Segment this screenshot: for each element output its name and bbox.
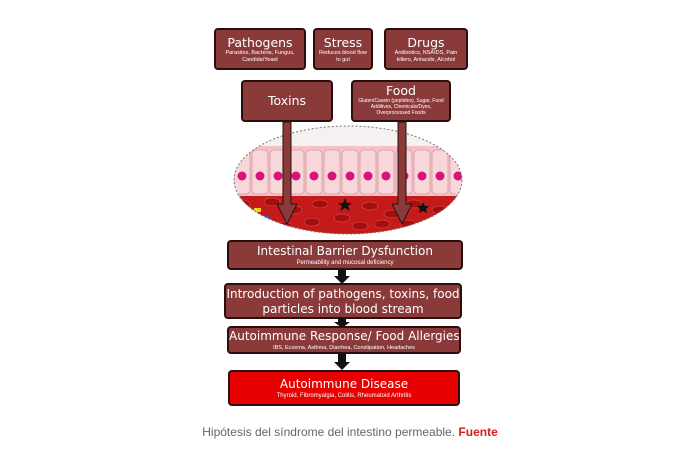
cell-nucleus — [291, 171, 301, 181]
red-blood-cell — [449, 199, 462, 209]
food-title: Food — [386, 83, 416, 98]
red-blood-cell — [243, 219, 261, 229]
toxins-arrow — [277, 122, 297, 224]
red-blood-cell — [423, 221, 441, 231]
toxins-title: Toxins — [267, 93, 307, 108]
food-arrow — [392, 122, 412, 224]
barrier-dysfunction-box: Intestinal Barrier Dysfunction Permeabil… — [227, 240, 463, 270]
caption-text: Hipótesis del síndrome del intestino per… — [202, 425, 456, 439]
flow-arrow-3 — [334, 354, 350, 370]
pathogens-box: Pathogens Parasites, Bacteria, Fungus, C… — [214, 28, 306, 70]
autoimmune-response-detail: IBS, Eczema, Asthma, Diarrhea, Constipat… — [273, 345, 415, 351]
red-blood-cell — [373, 219, 391, 229]
cell-nucleus — [273, 171, 283, 181]
cell-nucleus — [381, 171, 391, 181]
food-box: Food Gluten/Casein (peptides), Sugar, Fo… — [351, 80, 451, 122]
drugs-box: Drugs Antibiotics, NSAIDS, Pain killers,… — [384, 28, 468, 70]
autoimmune-disease-detail: Thyroid, Fibromyalgia, Colitis, Rheumato… — [276, 393, 412, 399]
red-blood-cell — [351, 221, 369, 231]
cell-nucleus — [237, 171, 247, 181]
toxins-box: Toxins — [241, 80, 333, 122]
barrier-dysfunction-detail: Permeability and mucosal deficiency — [296, 260, 394, 266]
cell-nucleus — [435, 171, 445, 181]
epithelial-cells — [234, 146, 462, 196]
source-link[interactable]: Fuente — [458, 425, 498, 439]
introduction-title: Introduction of pathogens, toxins, food … — [226, 287, 460, 316]
flow-arrow-1 — [334, 270, 350, 284]
blood-stream — [234, 196, 462, 234]
cell-nucleus — [255, 171, 265, 181]
pathogens-detail: Parasites, Bacteria, Fungus, Candida/Yea… — [225, 50, 295, 63]
red-blood-cell — [333, 213, 351, 223]
figure-caption: Hipótesis del síndrome del intestino per… — [0, 425, 700, 439]
autoimmune-disease-box: Autoimmune Disease Thyroid, Fibromyalgia… — [228, 370, 460, 406]
cell-nucleus — [453, 171, 462, 181]
autoimmune-response-title: Autoimmune Response/ Food Allergies — [229, 329, 460, 343]
cell-nucleus — [345, 171, 355, 181]
stress-title: Stress — [323, 35, 363, 50]
drugs-detail: Antibiotics, NSAIDS, Pain killers, Antac… — [394, 50, 458, 63]
red-blood-cell — [311, 199, 329, 209]
barrier-dysfunction-title: Intestinal Barrier Dysfunction — [257, 244, 433, 258]
cell-nucleus — [327, 171, 337, 181]
autoimmune-response-box: Autoimmune Response/ Food Allergies IBS,… — [227, 326, 461, 354]
introduction-box: Introduction of pathogens, toxins, food … — [224, 283, 462, 319]
drugs-title: Drugs — [407, 35, 445, 50]
cell-nucleus — [363, 171, 373, 181]
red-blood-cell — [431, 205, 449, 215]
stress-box: Stress Reduces blood flow to gut — [313, 28, 373, 70]
red-blood-cell — [234, 199, 251, 209]
red-blood-cell — [303, 217, 321, 227]
autoimmune-disease-title: Autoimmune Disease — [279, 377, 409, 391]
pathogen-particle — [417, 202, 429, 213]
red-blood-cell — [263, 197, 281, 207]
cell-nucleus — [309, 171, 319, 181]
intestinal-wall-illustration — [233, 125, 463, 235]
pathogen-particle — [338, 198, 352, 211]
cell-nucleus — [417, 171, 427, 181]
stress-detail: Reduces blood flow to gut — [319, 50, 368, 63]
flow-arrow-2 — [334, 318, 350, 328]
food-detail: Gluten/Casein (peptides), Sugar, Food Ad… — [358, 98, 444, 116]
toxin-particle — [254, 208, 261, 212]
red-blood-cell — [361, 201, 379, 211]
pathogens-title: Pathogens — [227, 35, 293, 50]
